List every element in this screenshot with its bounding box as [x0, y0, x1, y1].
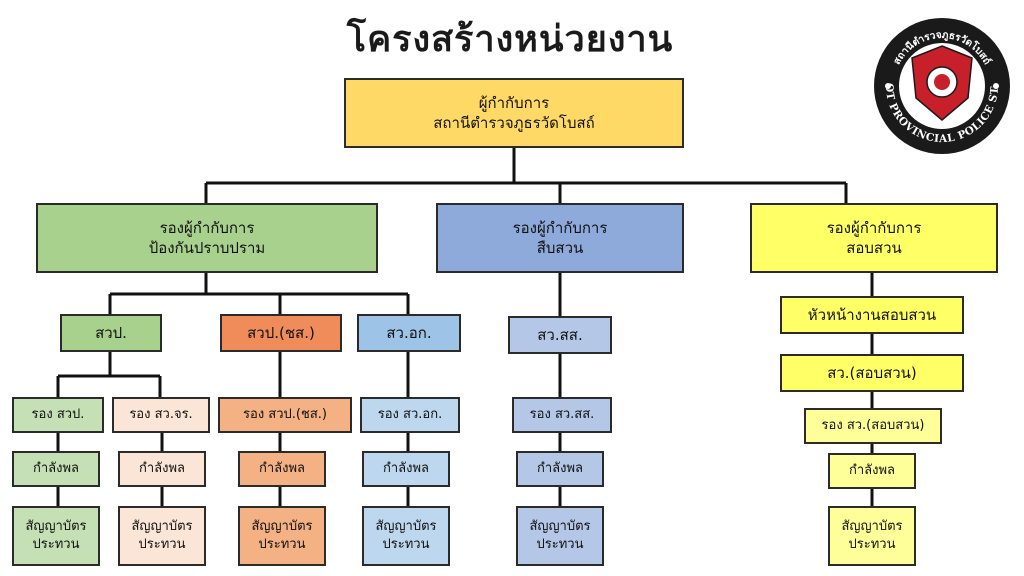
node-deputy-sw-jr-label: รอง สว.จร.: [129, 407, 193, 423]
node-officers-1: สัญญาบัตร ประทวน: [12, 506, 100, 566]
node-officers-1-line1: สัญญาบัตร: [25, 519, 87, 535]
node-deputy-inquiry: รองผู้กำกับการ สอบสวน: [750, 203, 998, 273]
node-superintendent: ผู้กำกับการ สถานีตำรวจภูธรวัดโบสถ์: [344, 78, 684, 148]
node-deputy-investigation-line1: รองผู้กำกับการ: [512, 218, 608, 237]
node-deputy-sw-ak-label: รอง สว.อก.: [377, 407, 443, 423]
node-officers-1-line2: ประทวน: [32, 537, 80, 552]
node-officers-2-line1: สัญญาบัตร: [131, 519, 193, 535]
node-swp: สวป.: [60, 314, 162, 352]
node-manpower-1-label: กำลังพล: [32, 461, 80, 477]
node-officers-3-line2: ประทวน: [258, 537, 306, 552]
node-officers-2-line2: ประทวน: [138, 537, 186, 552]
node-superintendent-line1: ผู้กำกับการ: [478, 93, 550, 112]
node-manpower-5-label: กำลังพล: [536, 461, 584, 477]
node-manpower-4-label: กำลังพล: [382, 461, 430, 477]
node-officers-3-line1: สัญญาบัตร: [251, 519, 313, 535]
node-inquiry-head: หัวหน้างานสอบสวน: [780, 296, 964, 334]
node-deputy-patrol: รองผู้กำกับการ ป้องกันปราบปราม: [36, 203, 378, 273]
node-deputy-swp-label: รอง สวป.: [31, 407, 85, 423]
node-deputy-sw-ss: รอง สว.สส.: [512, 397, 612, 433]
node-manpower-6: กำลังพล: [828, 453, 916, 489]
node-deputy-sw-jr: รอง สว.จร.: [112, 397, 210, 433]
node-deputy-investigation-line2: สืบสวน: [536, 239, 584, 257]
node-sw-ss-label: สว.สส.: [537, 325, 583, 344]
node-inquiry-head-label: หัวหน้างานสอบสวน: [807, 305, 937, 324]
node-deputy-swp-chs: รอง สวป.(ชส.): [218, 397, 352, 433]
node-manpower-5: กำลังพล: [516, 451, 604, 487]
node-sw-ss: สว.สส.: [508, 316, 612, 354]
node-deputy-sw-ak: รอง สว.อก.: [360, 397, 460, 433]
star-right-icon: [993, 83, 999, 89]
node-deputy-sw-inquiry: รอง สว.(สอบสวน): [804, 408, 942, 444]
node-swp-label: สวป.: [95, 323, 127, 342]
node-officers-4-line1: สัญญาบัตร: [375, 519, 437, 535]
node-officers-2: สัญญาบัตร ประทวน: [118, 506, 206, 566]
node-officers-5: สัญญาบัตร ประทวน: [516, 506, 604, 566]
node-deputy-swp-chs-label: รอง สวป.(ชส.): [243, 407, 327, 423]
node-officers-5-line1: สัญญาบัตร: [529, 519, 591, 535]
node-officers-4: สัญญาบัตร ประทวน: [362, 506, 450, 566]
node-deputy-inquiry-line1: รองผู้กำกับการ: [826, 218, 922, 237]
node-swp-chs: สวป.(ชส.): [220, 314, 342, 352]
node-superintendent-line2: สถานีตำรวจภูธรวัดโบสถ์: [433, 114, 595, 132]
node-manpower-4: กำลังพล: [362, 451, 450, 487]
node-deputy-inquiry-line2: สอบสวน: [846, 239, 902, 257]
node-manpower-6-label: กำลังพล: [848, 463, 896, 479]
node-swp-chs-label: สวป.(ชส.): [247, 323, 315, 342]
node-officers-4-line2: ประทวน: [382, 537, 430, 552]
node-sw-ak-label: สว.อก.: [386, 323, 432, 342]
page-title: โครงสร้างหน่วยงาน: [346, 18, 674, 60]
node-deputy-sw-inquiry-label: รอง สว.(สอบสวน): [821, 418, 925, 434]
node-sw-inquiry-label: สว.(สอบสวน): [827, 363, 917, 382]
node-manpower-3: กำลังพล: [238, 451, 326, 487]
node-manpower-2: กำลังพล: [118, 451, 206, 487]
node-deputy-investigation: รองผู้กำกับการ สืบสวน: [436, 203, 684, 273]
node-sw-inquiry: สว.(สอบสวน): [780, 354, 964, 392]
node-sw-ak: สว.อก.: [357, 314, 461, 352]
node-deputy-patrol-line1: รองผู้กำกับการ: [159, 218, 255, 237]
police-station-logo: สถานีตำรวจภูธรวัดโบสถ์ WATBOT PROVINCIAL…: [872, 16, 1010, 154]
node-officers-6-line2: ประทวน: [848, 537, 896, 552]
node-deputy-sw-ss-label: รอง สว.สส.: [529, 407, 595, 423]
emblem-center: [934, 74, 950, 90]
node-officers-5-line2: ประทวน: [536, 537, 584, 552]
node-deputy-patrol-line2: ป้องกันปราบปราม: [148, 239, 266, 257]
node-manpower-2-label: กำลังพล: [138, 461, 186, 477]
node-officers-3: สัญญาบัตร ประทวน: [238, 506, 326, 566]
star-left-icon: [885, 83, 891, 89]
node-manpower-1: กำลังพล: [12, 451, 100, 487]
node-officers-6: สัญญาบัตร ประทวน: [828, 506, 916, 566]
node-manpower-3-label: กำลังพล: [258, 461, 306, 477]
node-deputy-swp: รอง สวป.: [12, 397, 104, 433]
node-officers-6-line1: สัญญาบัตร: [841, 519, 903, 535]
